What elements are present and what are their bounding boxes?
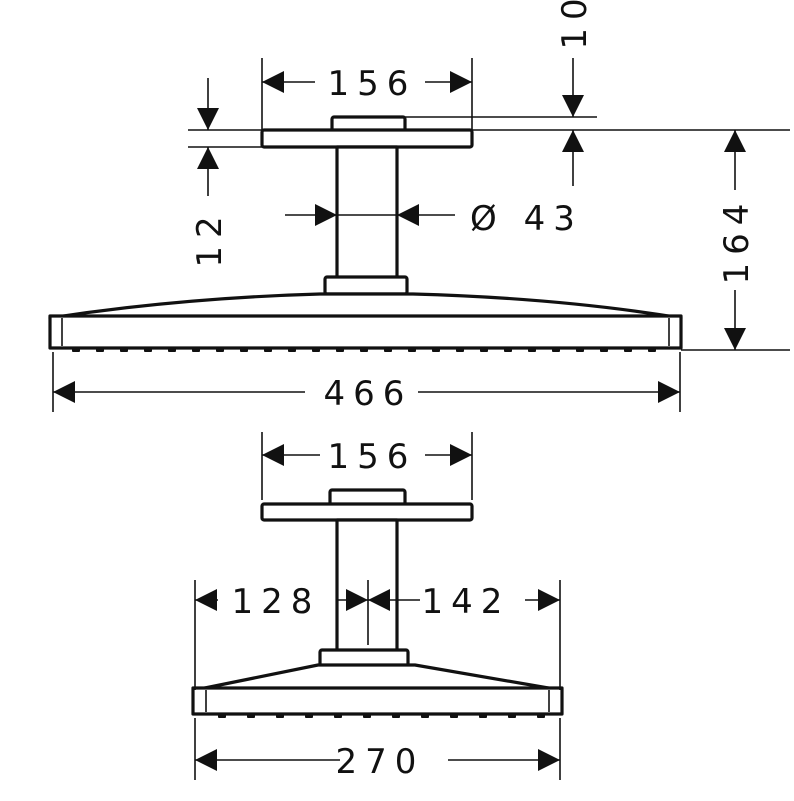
dim-head-depth: 270 — [336, 742, 425, 782]
nozzle — [648, 348, 656, 352]
nozzle — [144, 348, 152, 352]
arrowhead-icon — [450, 444, 472, 466]
arrowhead-icon — [562, 130, 584, 152]
arrowhead-icon — [562, 95, 584, 117]
nozzle — [216, 348, 224, 352]
nozzle — [537, 714, 545, 718]
nozzle — [363, 714, 371, 718]
nozzle — [288, 348, 296, 352]
nozzle — [247, 714, 255, 718]
dim-plate-thickness: 12 — [190, 208, 230, 267]
pipe-coupling — [323, 275, 409, 296]
nozzle — [192, 348, 200, 352]
arrowhead-icon — [195, 589, 217, 611]
nozzle — [336, 348, 344, 352]
dim-head-width: 466 — [324, 374, 413, 414]
nozzle — [264, 348, 272, 352]
nozzle — [576, 348, 584, 352]
dim-cap-height: 10 — [555, 0, 595, 50]
nozzle — [120, 348, 128, 352]
shower-head-body — [48, 314, 683, 350]
arrowhead-icon — [262, 444, 284, 466]
nozzle — [421, 714, 429, 718]
nozzle — [432, 348, 440, 352]
nozzle-row — [72, 348, 656, 352]
nozzle — [240, 348, 248, 352]
nozzle — [312, 348, 320, 352]
dim-plate-width-side: 156 — [328, 437, 417, 477]
nozzle — [456, 348, 464, 352]
shower-arm-pipe — [335, 145, 399, 280]
dim-offset-left: 128 — [232, 582, 321, 622]
arrowhead-icon — [450, 71, 472, 93]
nozzle — [600, 348, 608, 352]
arrowhead-icon — [724, 130, 746, 152]
nozzle — [360, 348, 368, 352]
shower-arm-pipe — [335, 518, 399, 653]
arrowhead-icon — [368, 589, 390, 611]
nozzle — [392, 714, 400, 718]
nozzle — [218, 714, 226, 718]
arrowhead-icon — [397, 204, 419, 226]
nozzle — [528, 348, 536, 352]
arrowhead-icon — [197, 108, 219, 130]
nozzle — [480, 348, 488, 352]
dim-pipe-diameter: Ø 43 — [470, 199, 583, 239]
nozzle — [384, 348, 392, 352]
dim-offset-right: 142 — [422, 582, 511, 622]
arrowhead-icon — [724, 328, 746, 350]
nozzle — [552, 348, 560, 352]
dim-total-height: 164 — [717, 196, 757, 285]
nozzle-row — [218, 714, 545, 718]
nozzle — [408, 348, 416, 352]
nozzle — [96, 348, 104, 352]
nozzle — [624, 348, 632, 352]
nozzle — [504, 348, 512, 352]
arrowhead-icon — [538, 749, 560, 771]
head-top-slope — [193, 663, 562, 692]
arrowhead-icon — [262, 71, 284, 93]
arrowhead-icon — [538, 589, 560, 611]
head-top-curve — [48, 292, 683, 320]
arrowhead-icon — [197, 147, 219, 169]
nozzle — [276, 714, 284, 718]
dim-plate-width: 156 — [328, 64, 417, 104]
arrowhead-icon — [346, 589, 368, 611]
dimension-lines — [52, 58, 790, 780]
nozzle — [508, 714, 516, 718]
ceiling-plate — [260, 128, 474, 149]
shower-head-body — [191, 686, 564, 716]
nozzle — [334, 714, 342, 718]
arrowhead-icon — [658, 381, 680, 403]
ceiling-plate — [260, 502, 474, 522]
side-view-shower — [191, 488, 564, 718]
nozzle — [450, 714, 458, 718]
nozzle — [168, 348, 176, 352]
front-view-shower — [48, 115, 683, 352]
arrowhead-icon — [195, 749, 217, 771]
nozzle — [72, 348, 80, 352]
nozzle — [305, 714, 313, 718]
arrowhead-icon — [53, 381, 75, 403]
nozzle — [479, 714, 487, 718]
arrowhead-icon — [315, 204, 337, 226]
